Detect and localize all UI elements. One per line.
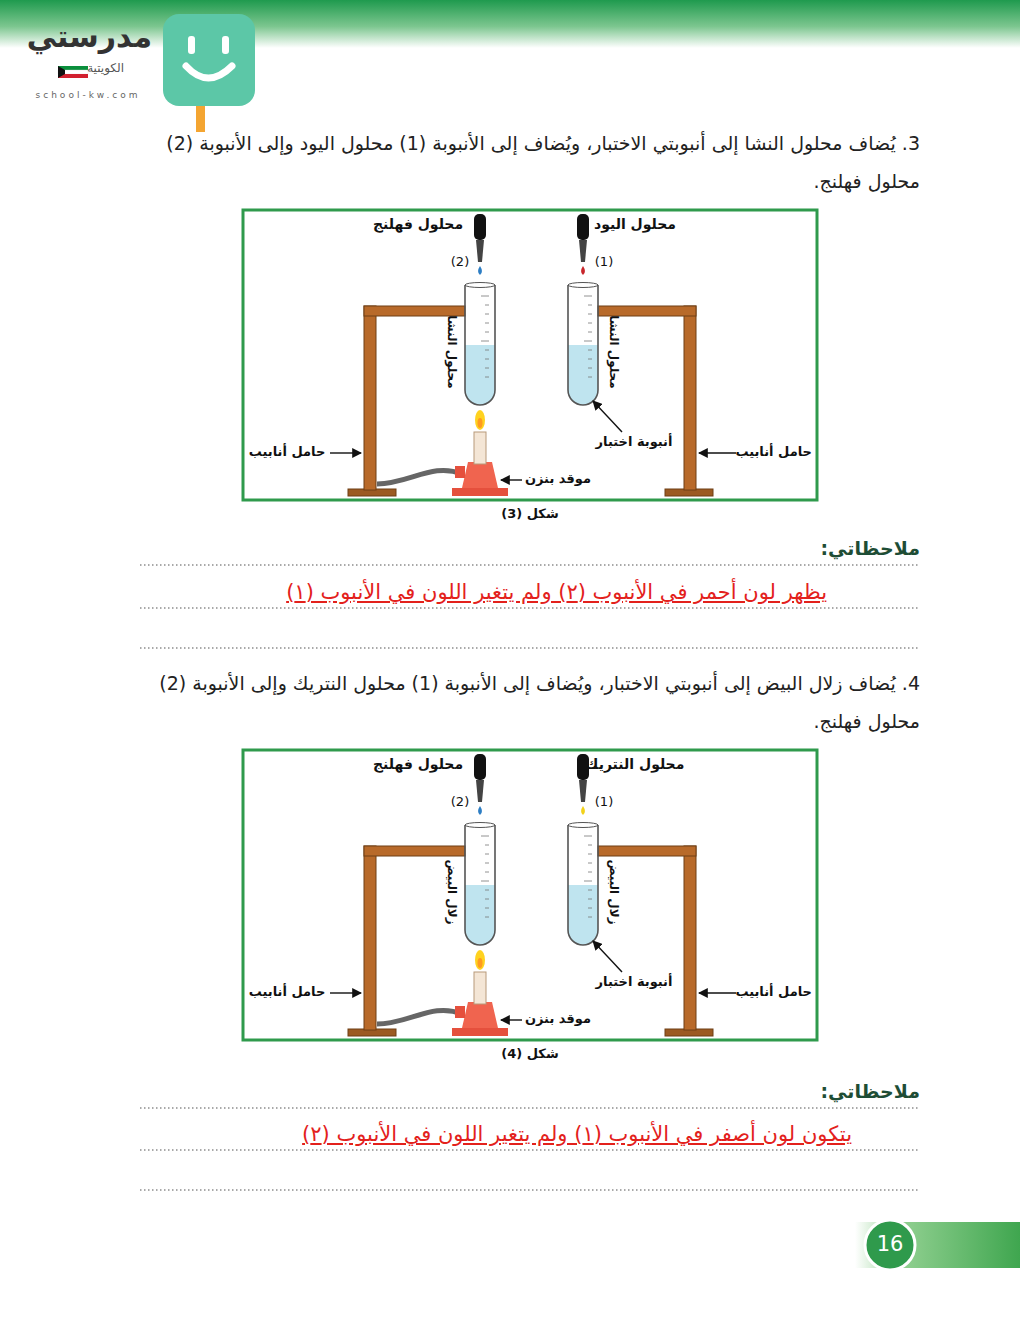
part-label: حامل أنابيب: [735, 984, 812, 1000]
leader-arrow: [699, 452, 736, 453]
test-tube: [465, 283, 495, 405]
dropper: [474, 754, 486, 815]
leader-arrow: [593, 941, 622, 972]
notes-heading: ملاحظاتي:: [821, 1080, 920, 1104]
answer-text: يظهر لون أحمر في الأنبوب (٢) ولم يتغير ا…: [283, 580, 830, 605]
part-label: موقد بنزن: [525, 471, 591, 487]
tube-stand: [348, 306, 465, 496]
question-text: 3. يُضاف محلول النشا إلى أنبوبتي الاختبا…: [140, 124, 920, 200]
leader-arrow: [501, 1019, 522, 1020]
callout-number: (1): [595, 254, 613, 270]
logo-text: الكويتية: [87, 61, 124, 76]
part-label: حامل أنابيب: [249, 444, 326, 460]
note-line: [140, 1189, 920, 1190]
test-tube: [568, 283, 598, 406]
note-line: [140, 607, 920, 608]
part-label: موقد بنزن: [525, 1011, 591, 1027]
logo-icon: [163, 14, 255, 132]
flag-icon: [58, 66, 88, 78]
reagent-label: محلول فهلنج: [373, 756, 463, 774]
top-band: [0, 0, 1020, 48]
tube-content-label: زلال البيض: [444, 859, 459, 924]
logo-text: مدرستي: [27, 18, 152, 56]
note-line: [140, 647, 920, 648]
leader-arrow: [699, 992, 736, 993]
page-number: 16: [877, 1231, 904, 1257]
dropper: [474, 214, 486, 275]
test-tube: [465, 823, 495, 945]
callout-number: (2): [451, 794, 469, 810]
part-label: حامل أنابيب: [249, 984, 326, 1000]
tube-stand: [598, 846, 713, 1036]
leader-arrow: [330, 992, 361, 993]
bunsen-burner: [452, 950, 508, 1036]
answer-text: يتكون لون أصفر في الأنبوب (١) ولم يتغير …: [299, 1122, 855, 1147]
note-line: [140, 1107, 920, 1108]
reagent-label: محلول النتريك: [586, 756, 685, 774]
notes-heading: ملاحظاتي:: [821, 537, 920, 561]
question-text: 4. يُضاف زلال البيض إلى أنبوبتي الاختبار…: [140, 664, 920, 740]
part-label: أنبوبة اختبار: [596, 974, 673, 990]
leader-arrow: [501, 479, 522, 480]
part-label: حامل أنابيب: [735, 444, 812, 460]
logo-url: school-kw.com: [36, 90, 141, 101]
experiment-figure: [243, 210, 817, 500]
tube-content-label: محلول النشا: [444, 315, 459, 388]
dropper: [577, 214, 589, 275]
part-label: أنبوبة اختبار: [596, 434, 673, 450]
figure-caption: شكل (4): [501, 1046, 558, 1062]
tube-stand: [348, 846, 465, 1036]
tube-content-label: محلول النشا: [606, 315, 621, 388]
bunsen-burner: [452, 410, 508, 496]
test-tube: [568, 823, 598, 946]
callout-number: (1): [595, 794, 613, 810]
reagent-label: محلول فهلنج: [373, 216, 463, 234]
reagent-label: محلول اليود: [594, 216, 676, 234]
note-line: [140, 564, 920, 565]
note-line: [140, 1149, 920, 1150]
tube-content-label: زلال البيض: [606, 859, 621, 924]
page-badge: [865, 1220, 915, 1270]
experiment-figure: [243, 750, 817, 1040]
callout-number: (2): [451, 254, 469, 270]
tube-stand: [598, 306, 713, 496]
leader-arrow: [330, 452, 361, 453]
leader-arrow: [593, 401, 622, 432]
figure-caption: شكل (3): [501, 506, 558, 522]
